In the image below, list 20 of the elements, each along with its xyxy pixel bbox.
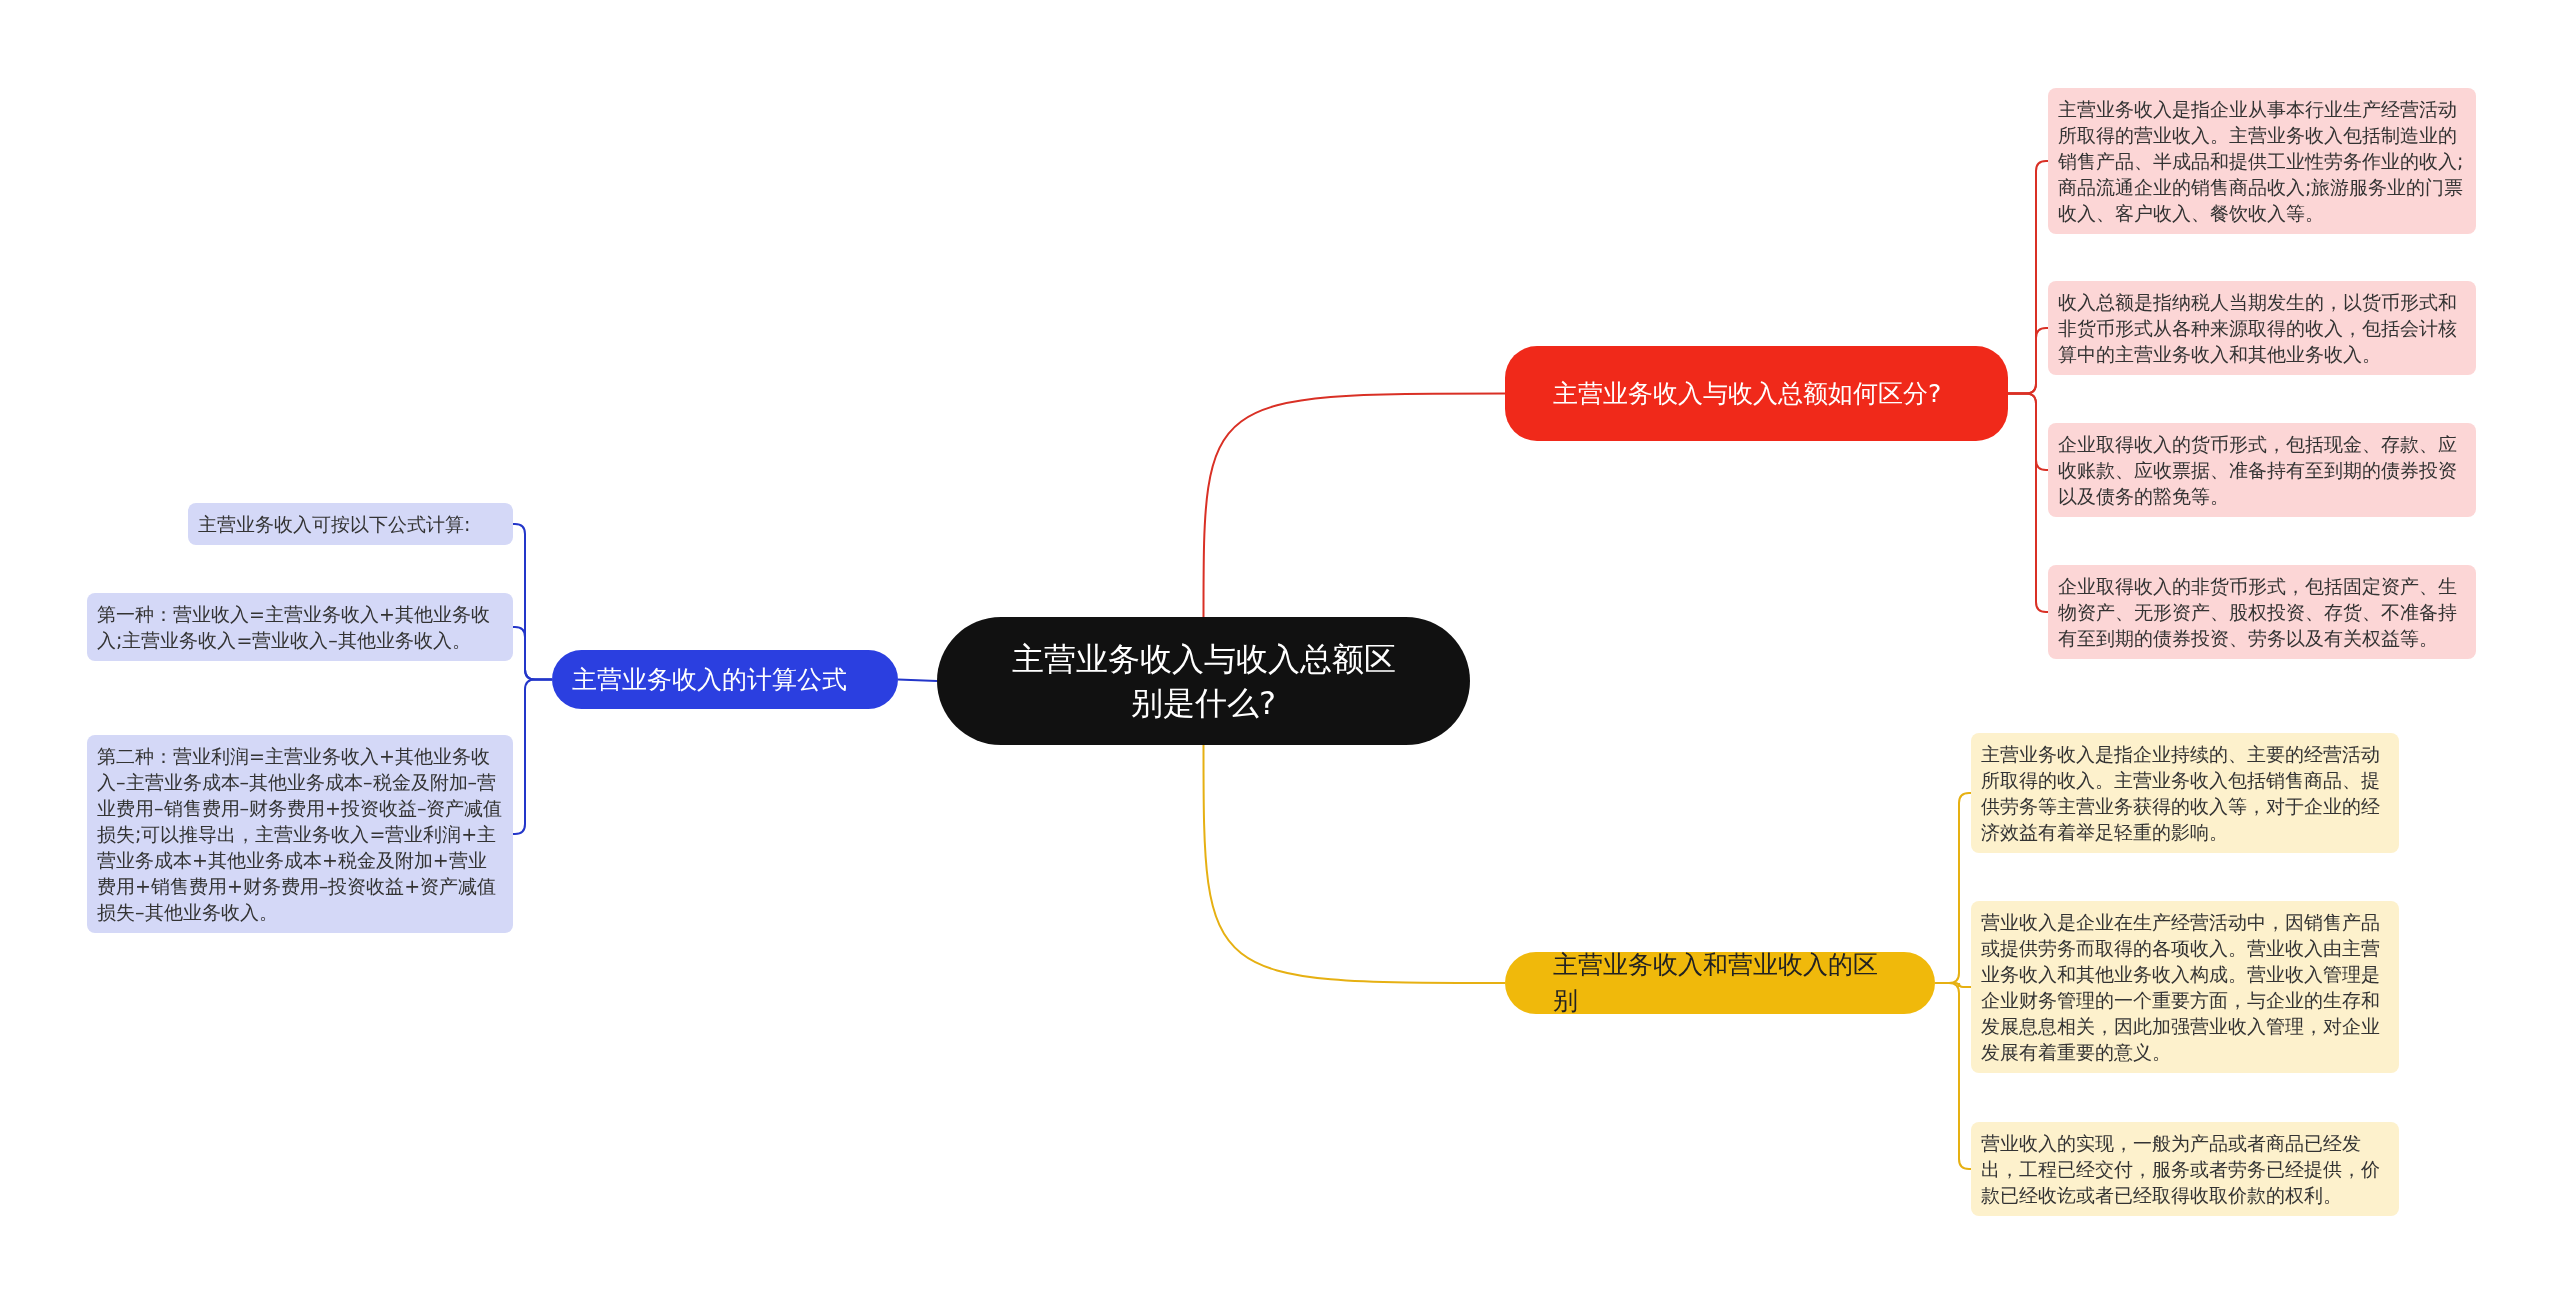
connector-line — [1202, 744, 1506, 984]
note-card: 收入总额是指纳税人当期发生的，以货币形式和非货币形式从各种来源取得的收入，包括会计核算中的主营业务收入和其他业务收入。 — [2048, 281, 2476, 375]
note-card: 主营业务收入是指企业从事本行业生产经营活动所取得的营业收入。主营业务收入包括制造业的销售产品、半成品和提供工业性劳务作业的收入;商品流通企业的销售商品收入;旅游服务业的门票收入、客户收入、餐饮收入等。 — [2048, 88, 2476, 234]
central-topic: 主营业务收入与收入总额区别是什么? — [937, 617, 1470, 745]
connector-line — [2007, 392, 2049, 613]
connector-line — [1202, 392, 1506, 618]
connector-line — [897, 678, 938, 682]
connector-line — [512, 678, 553, 835]
note-card: 第二种：营业利润=主营业务收入+其他业务收入–主营业务成本–其他业务成本–税金及附加–营业费用–销售费用–财务费用+投资收益–资产减值损失;可以推导出，主营业务收入=营业利润+主营业务成本+其他业务成本+税金及附加+营业费用+销售费用+财务费用–投资收益+资产减值损失–其他业务收入。 — [87, 735, 513, 933]
note-card: 主营业务收入是指企业持续的、主要的经营活动所取得的收入。主营业务收入包括销售商品、提供劳务等主营业务获得的收入等，对于企业的经济效益有着举足轻重的影响。 — [1971, 733, 2399, 853]
note-card: 企业取得收入的货币形式，包括现金、存款、应收账款、应收票据、准备持有至到期的债券投资以及债务的豁免等。 — [2048, 423, 2476, 517]
note-card: 营业收入是企业在生产经营活动中，因销售产品或提供劳务而取得的各项收入。营业收入由主营业务收入和其他业务收入构成。营业收入管理是企业财务管理的一个重要方面，与企业的生存和发展息息相关，因此加强营业收入管理，对企业发展有着重要的意义。 — [1971, 901, 2399, 1073]
connector-line — [1934, 982, 1972, 1170]
note-card: 企业取得收入的非货币形式，包括固定资产、生物资产、无形资产、股权投资、存货、不准备持有至到期的债券投资、劳务以及有关权益等。 — [2048, 565, 2476, 659]
note-card: 第一种：营业收入=主营业务收入+其他业务收入;主营业务收入=营业收入–其他业务收入。 — [87, 593, 513, 661]
note-card: 营业收入的实现，一般为产品或者商品已经发出，工程已经交付，服务或者劳务已经提供，价款已经收讫或者已经取得收取价款的权利。 — [1971, 1122, 2399, 1216]
branch-topic: 主营业务收入的计算公式 — [552, 650, 898, 709]
branch-topic: 主营业务收入和营业收入的区别 — [1505, 952, 1935, 1014]
note-card: 主营业务收入可按以下公式计算: — [188, 503, 513, 545]
branch-topic: 主营业务收入与收入总额如何区分? — [1505, 346, 2008, 441]
